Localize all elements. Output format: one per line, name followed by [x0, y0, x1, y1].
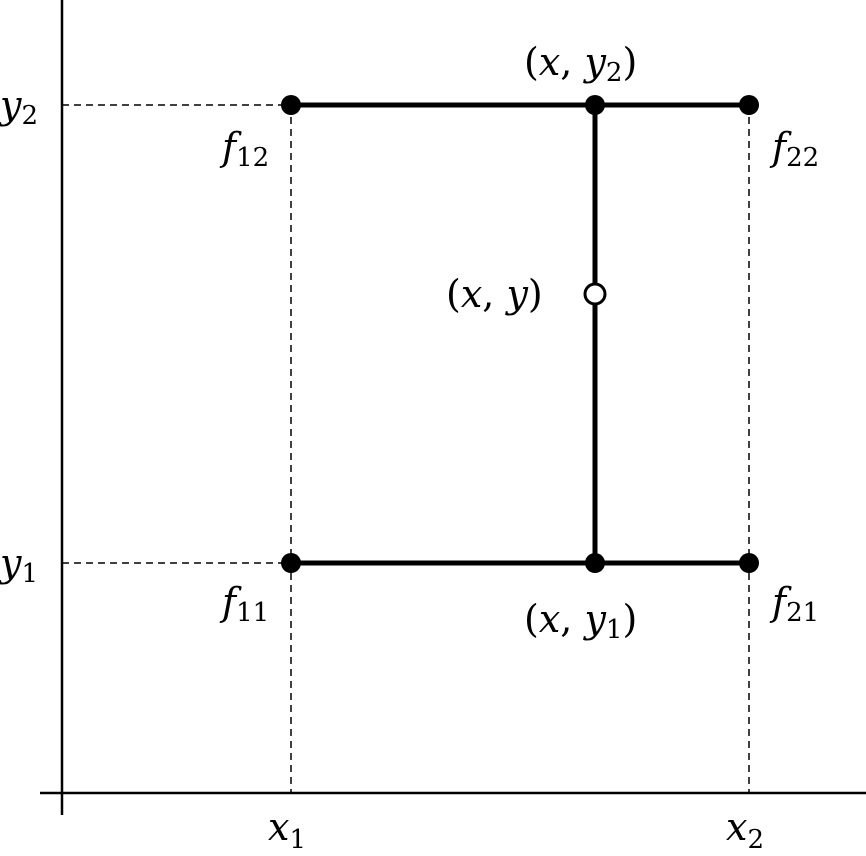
- label-x1: x1: [268, 805, 306, 855]
- label-f11: f11: [219, 580, 269, 628]
- label-f22: f22: [769, 125, 819, 173]
- point-x-y2: [585, 95, 605, 115]
- point-f21: [739, 553, 759, 573]
- label-x-y2: (x, y2): [524, 40, 637, 88]
- point-x-y1: [585, 553, 605, 573]
- label-x2: x2: [726, 805, 764, 855]
- label-x-y: (x, y): [446, 272, 543, 316]
- point-x-y-open: [583, 282, 607, 306]
- point-f11: [281, 553, 301, 573]
- interpolation-lines: [291, 102, 749, 566]
- dashed-guides: [62, 104, 750, 793]
- point-f22: [739, 95, 759, 115]
- label-x-y1: (x, y1): [524, 597, 637, 645]
- label-y1: y1: [0, 541, 38, 589]
- label-f21: f21: [769, 580, 819, 628]
- label-y2: y2: [0, 83, 38, 131]
- point-f12: [281, 95, 301, 115]
- label-f12: f12: [219, 125, 269, 173]
